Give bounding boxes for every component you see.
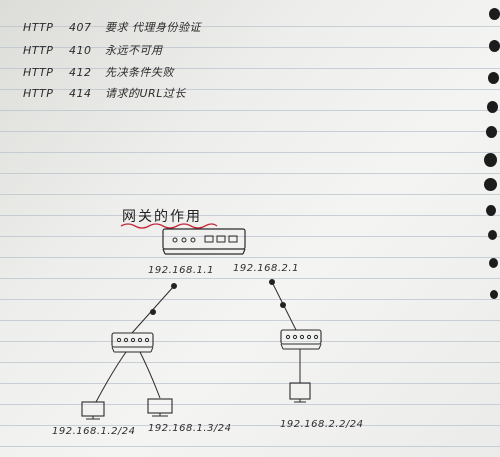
note-code: 412 [69,66,92,79]
link-host-left [95,351,127,403]
port-dot [150,309,156,315]
note-description: 请求的URL过长 [105,87,186,100]
note-protocol: HTTP [23,21,54,34]
binder-hole [489,258,498,268]
binder-hole [487,101,498,113]
binder-hole [489,8,500,20]
switch-right [280,329,322,350]
note-code: 410 [69,44,92,57]
heading-underline [120,223,218,229]
host-middle-ip: 192.168.1.3/24 [148,423,232,434]
gateway-left-ip: 192.168.1.1 [148,265,214,276]
note-line: HTTP 407 要求 代理身份验证 [23,19,201,35]
binder-hole [488,230,497,240]
binder-hole [489,40,500,52]
note-protocol: HTTP [23,44,54,57]
host-middle-computer [147,398,173,417]
port-dot [269,279,275,285]
note-protocol: HTTP [23,87,54,100]
switch-left [111,332,154,353]
binder-hole [488,72,499,84]
link-host-middle [139,351,161,399]
port-dot [171,283,177,289]
diagram-title: 网关的作用 [122,209,202,225]
note-description: 要求 代理身份验证 [105,21,201,34]
binder-hole [490,290,498,299]
binder-hole [484,153,497,167]
note-line: HTTP 414 请求的URL过长 [23,85,186,101]
gateway-right-ip: 192.168.2.1 [233,263,299,274]
note-line: HTTP 412 先决条件失败 [23,64,174,80]
host-left-computer [81,401,105,420]
host-right-computer [289,382,311,403]
host-right-ip: 192.168.2.2/24 [280,419,364,430]
binder-hole [486,126,497,138]
note-code: 414 [69,87,92,100]
note-description: 永远不可用 [105,44,163,57]
note-protocol: HTTP [23,66,54,79]
port-dot [280,302,286,308]
note-description: 先决条件失败 [105,66,174,79]
gateway-device [162,228,246,255]
host-left-ip: 192.168.1.2/24 [52,426,136,437]
note-line: HTTP 410 永远不可用 [23,42,163,58]
binder-hole [486,205,496,216]
note-code: 407 [69,21,92,34]
binder-hole [484,178,497,191]
